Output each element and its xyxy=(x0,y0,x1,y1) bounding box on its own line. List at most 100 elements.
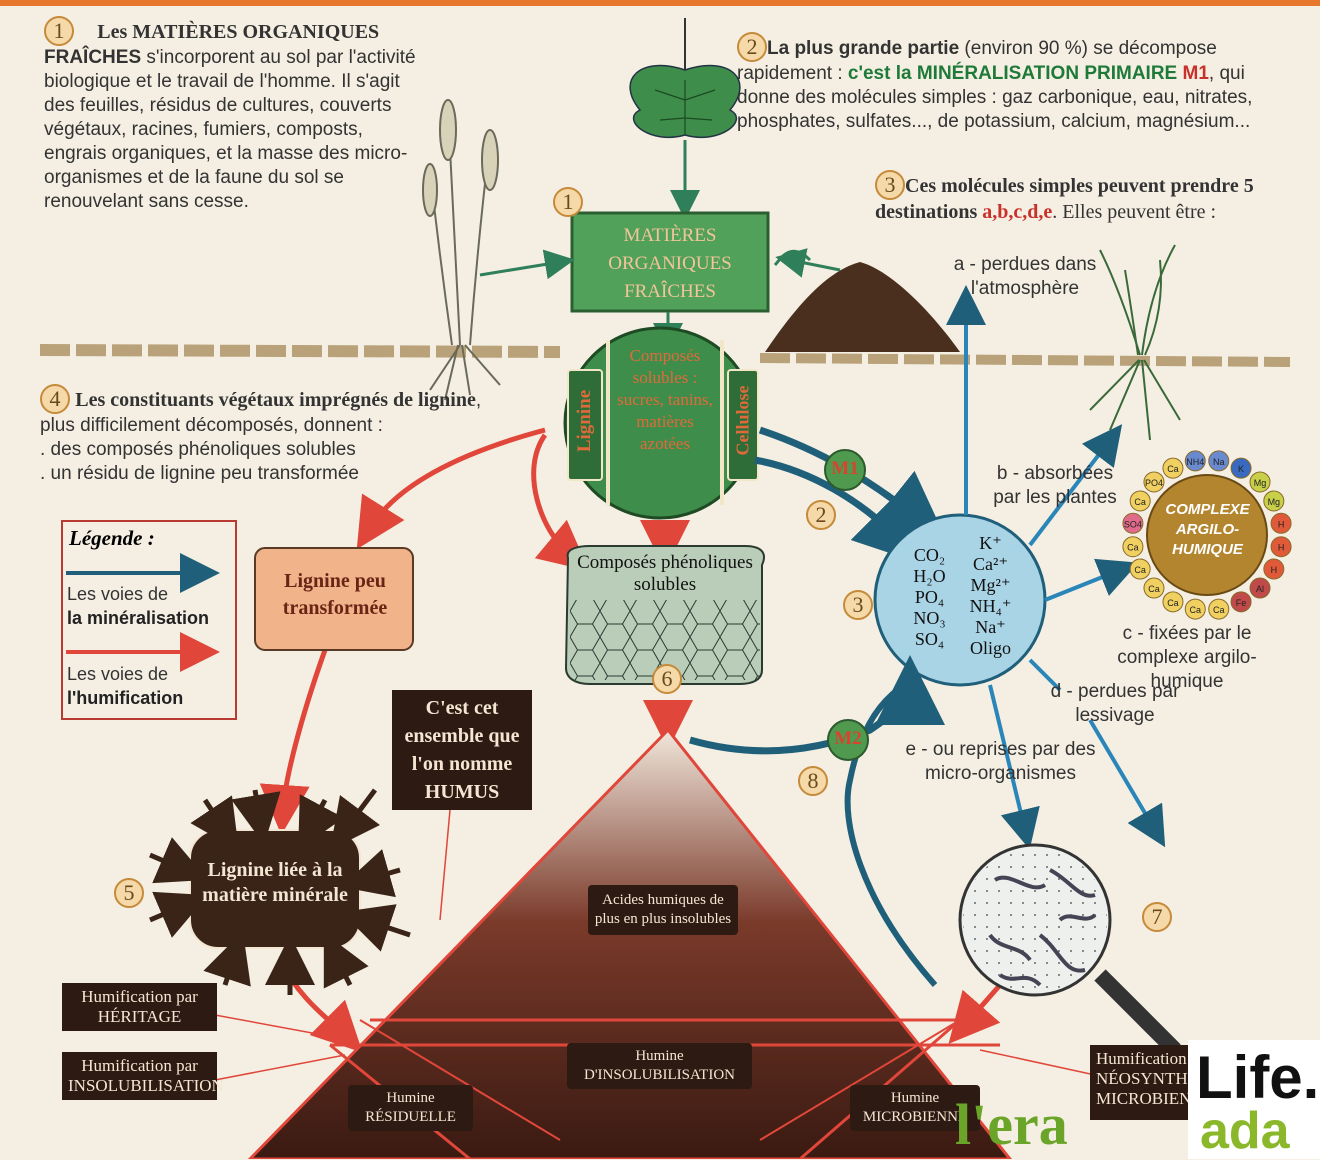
ion-nh4-icon xyxy=(1184,450,1206,472)
humine-residuelle-label: Humine RÉSIDUELLE xyxy=(348,1085,473,1131)
ion-ca-icon xyxy=(1208,598,1230,620)
legend-min2: la minéralisation xyxy=(67,608,210,628)
watermark-bg xyxy=(1188,1040,1320,1159)
top-orange-bar xyxy=(0,0,1320,6)
b1-lead: Les MATIÈRES ORGANIQUES xyxy=(97,21,380,43)
lignine-peu-label: Lignine peu transformée xyxy=(282,570,388,619)
humine-insol-label: Humine D'INSOLUBILISATION xyxy=(567,1043,752,1089)
ion-label: Ca xyxy=(1167,598,1179,608)
text-block-1: 1 Les MATIÈRES ORGANIQUES FRAÎCHES s'inc… xyxy=(44,16,424,214)
humine-microbienne-label: Humine MICROBIENNE xyxy=(850,1085,980,1131)
b2-strong: c'est la MINÉRALISATION PRIMAIRE xyxy=(847,63,1178,84)
complexe-label: COMPLEXE ARGILO-HUMIQUE xyxy=(1165,501,1250,558)
ion-ca-icon xyxy=(1129,490,1151,512)
b4-l2: . un résidu de lignine peu transformée xyxy=(40,463,359,484)
ion-h-icon xyxy=(1270,512,1292,534)
b4-body: , plus difficilement décomposés, donnent… xyxy=(40,390,482,436)
ion-label: Ca xyxy=(1134,497,1146,507)
ion-label: Ca xyxy=(1167,464,1179,474)
mineral-ions-right: K⁺Ca²⁺Mg²⁺NH₄⁺Na⁺Oligo xyxy=(969,533,1012,658)
legend-box: Légende : Les voies de la minéralisation… xyxy=(61,520,237,720)
ion-label: K xyxy=(1238,464,1244,474)
ion-fe-icon xyxy=(1230,591,1252,613)
ion-label: Ca xyxy=(1134,565,1146,575)
text-block-4: 4 Les constituants végétaux imprégnés de… xyxy=(40,384,510,486)
step-number-7: 7 xyxy=(1142,902,1172,932)
mof-box-label: MATIÈRES ORGANIQUES FRAÎCHES xyxy=(608,225,732,302)
wheat-plant-icon xyxy=(422,99,501,401)
legend-min1: Les voies de xyxy=(67,584,169,604)
leaf-icon xyxy=(629,18,741,138)
b3-lead: Ces molécules simples peuvent prendre 5 … xyxy=(875,175,1254,223)
ion-label: H xyxy=(1271,565,1278,575)
ion-label: Na xyxy=(1213,457,1225,467)
ion-h-icon xyxy=(1270,536,1292,558)
legend-hum1: Les voies de xyxy=(67,664,169,684)
step-number-2b: 2 xyxy=(806,500,836,530)
ion-ca-icon xyxy=(1129,558,1151,580)
ion-label: Fe xyxy=(1236,598,1247,608)
watermark-life: Life. xyxy=(1196,1044,1320,1111)
dest-a: a - perdues dans l'atmosphère xyxy=(953,254,1097,299)
ion-label: Ca xyxy=(1127,543,1139,553)
ion-label: H xyxy=(1278,543,1285,553)
humus-pyramid xyxy=(250,730,1010,1159)
ion-na-icon xyxy=(1208,450,1230,472)
dest-b: b - absorbées par les plantes xyxy=(993,463,1117,508)
b2-tail: , qui donne des molécules simples : gaz … xyxy=(737,63,1253,132)
ion-label: Ca xyxy=(1148,584,1160,594)
ion-label: Ca xyxy=(1213,605,1225,615)
ground-left xyxy=(39,344,561,358)
b3-codes: a,b,c,d,e xyxy=(982,201,1053,223)
step-number-6: 6 xyxy=(652,664,682,694)
b3-tail: . Elles peuvent être : xyxy=(1052,201,1217,223)
mof-box-bg xyxy=(570,211,770,313)
step-number-2: 2 xyxy=(737,32,767,62)
complexe-argilo-humique-bg xyxy=(1146,474,1268,596)
b1-lead2: FRAÎCHES xyxy=(44,47,142,68)
legend-title: Légende : xyxy=(69,526,155,550)
hum-insol-label: Humification par INSOLUBILISATION xyxy=(62,1052,224,1100)
m1-badge: M1 xyxy=(831,458,859,479)
lignine-peu-bg xyxy=(254,547,414,651)
step-number-4: 4 xyxy=(40,384,70,414)
ion-al-icon xyxy=(1249,577,1271,599)
ion-so4-icon xyxy=(1122,512,1144,534)
step-number-1: 1 xyxy=(44,16,74,46)
b2-body: (environ 90 %) se décompose rapidement : xyxy=(737,38,1217,84)
legend-hum2: l'humification xyxy=(67,688,184,708)
watermark-era: l'era xyxy=(955,1092,1068,1157)
dest-d: d - perdues par lessivage xyxy=(1050,681,1180,726)
step-number-1b: 1 xyxy=(553,187,583,217)
ground-right xyxy=(759,353,1291,367)
ion-h-icon xyxy=(1263,558,1285,580)
humus-note: C'est cet ensemble que l'on nomme HUMUS xyxy=(392,690,532,810)
ion-label: PO4 xyxy=(1145,478,1163,488)
phenol-label: Composés phénoliques solubles xyxy=(577,552,753,595)
b4-lead: Les constituants végétaux imprégnés de l… xyxy=(75,389,476,411)
ion-ca-icon xyxy=(1162,591,1184,613)
step-number-5: 5 xyxy=(114,878,144,908)
b4-l1: . des composés phénoliques solubles xyxy=(40,439,356,460)
ion-label: H xyxy=(1278,519,1285,529)
soluble-compounds-label: Composés solubles : sucres, tanins, mati… xyxy=(617,346,713,453)
cellulose-label: Cellulose xyxy=(732,385,753,456)
magnifier-microorganisms-icon xyxy=(958,843,1181,1056)
hum-heritage-label: Humification par HÉRITAGE xyxy=(62,983,217,1031)
ion-label: Al xyxy=(1256,584,1264,594)
lignine-liee-label: Lignine liée à la matière minérale xyxy=(202,859,348,906)
step-number-3b: 3 xyxy=(843,590,873,620)
ion-label: SO4 xyxy=(1124,519,1142,529)
ion-ca-icon xyxy=(1184,598,1206,620)
b2-lead: La plus grande partie xyxy=(767,38,960,59)
compost-heap-icon xyxy=(765,262,960,352)
watermark-ada: ada xyxy=(1200,1102,1290,1160)
dest-c: c - fixées par le complexe argilo-humiqu… xyxy=(1117,623,1257,692)
ion-k-icon xyxy=(1230,457,1252,479)
grass-plant-icon xyxy=(1089,244,1181,441)
ion-ca-icon xyxy=(1162,457,1184,479)
b1-body: s'incorporent au sol par l'activité biol… xyxy=(44,47,416,212)
